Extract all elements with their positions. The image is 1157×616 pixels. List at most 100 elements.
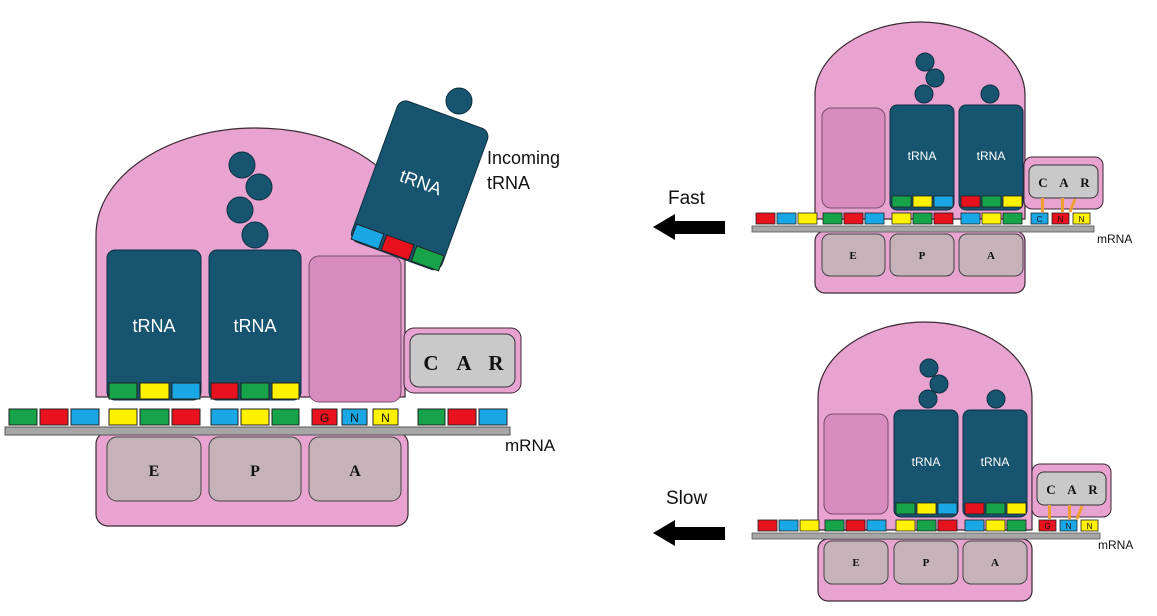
fast-mrna-nucleotide <box>864 212 885 225</box>
slow-mrna-nucleotide <box>937 519 958 532</box>
slow-a-site-label: A <box>991 557 999 569</box>
fast-amino-acid <box>914 84 934 104</box>
fast-e-site-empty-slot <box>821 107 886 209</box>
fast-car-codon-n2-letter: N <box>1079 215 1085 224</box>
slow-mrna-nucleotide <box>757 519 778 532</box>
fast-mrna-nucleotide <box>843 212 864 225</box>
fast-label: Fast <box>668 188 706 209</box>
slow-a-trna-label: tRNA <box>981 455 1010 469</box>
slow-car-contact <box>1075 505 1084 520</box>
slow-e-site-empty-slot <box>823 413 889 515</box>
slow-mrna-nucleotide <box>799 519 820 532</box>
slow-a-site-box <box>962 540 1028 585</box>
e-site-trna-label: tRNA <box>132 316 175 336</box>
amino-acid <box>245 173 273 201</box>
fast-mrna-nucleotide <box>891 212 912 225</box>
fast-mrna-nucleotide <box>776 212 797 225</box>
amino-acid <box>228 151 256 179</box>
slow-mrna-label: mRNA <box>1098 538 1133 552</box>
fast-p-anticodon <box>912 195 933 208</box>
car-letter-a: A <box>456 351 472 375</box>
fast-a-trna-label: tRNA <box>977 149 1006 163</box>
fast-car-contact <box>1061 198 1064 212</box>
fast-mrna-label: mRNA <box>1097 232 1132 246</box>
fast-mrna-nucleotide <box>960 212 981 225</box>
fast-a-anticodon <box>1002 195 1023 208</box>
mrna-codon-nucleotide <box>108 408 138 426</box>
fast-mrna-strand <box>751 225 1095 233</box>
main-ribosome-diagram: C A R tRNA tRNA tRNA Incoming tR <box>4 87 560 527</box>
incoming-trna-anticodon <box>410 245 445 272</box>
fast-p-site-box <box>889 233 955 277</box>
fast-car-letter-a: A <box>1059 175 1069 190</box>
fast-mrna-nucleotide <box>797 212 818 225</box>
fast-p-trna-label: tRNA <box>908 149 937 163</box>
slow-a-anticodon <box>985 502 1006 515</box>
p-trna-anticodon <box>210 382 239 400</box>
slow-panel: Slow tRNA tRNA C A R <box>653 321 1133 602</box>
slow-p-anticodon <box>937 502 958 515</box>
slow-mrna-nucleotide <box>866 519 887 532</box>
p-trna-anticodon <box>240 382 270 400</box>
slow-amino-acid <box>986 389 1006 409</box>
a-site-codon-n1 <box>341 408 368 426</box>
slow-car-codon-n2-letter: N <box>1087 522 1093 531</box>
fast-a-site-trna <box>958 104 1024 211</box>
fast-mrna-nucleotide <box>933 212 954 225</box>
p-site-trna-label: tRNA <box>233 316 276 336</box>
fast-mrna-nucleotide <box>912 212 933 225</box>
slow-car-codon-g-letter: G <box>1044 522 1050 531</box>
p-trna-anticodon <box>271 382 300 400</box>
fast-mrna-nucleotide <box>981 212 1002 225</box>
mrna-label: mRNA <box>505 436 556 455</box>
a-site-label: A <box>349 463 361 480</box>
fast-a-anticodon <box>981 195 1002 208</box>
fast-mrna-nucleotide <box>1002 212 1023 225</box>
slow-p-site-trna <box>893 409 959 518</box>
slow-car-codon-g <box>1038 519 1057 532</box>
a-site-codon-g <box>311 408 338 426</box>
mrna-codon-nucleotide <box>271 408 300 426</box>
slow-p-site-box <box>893 540 959 585</box>
slow-mrna-nucleotide <box>778 519 799 532</box>
e-trna-anticodon <box>171 382 201 400</box>
amino-acid <box>226 196 254 224</box>
slow-e-site-box <box>823 540 889 585</box>
mrna-codon-nucleotide <box>171 408 201 426</box>
slow-a-site-trna <box>962 409 1028 518</box>
slow-car-letter-c: C <box>1046 482 1055 497</box>
a-site-codon-g-letter: G <box>320 411 329 425</box>
a-site-codon-n2 <box>372 408 399 426</box>
slow-amino-acid <box>919 358 939 378</box>
slow-amino-acid <box>929 374 949 394</box>
fast-p-site-label: P <box>919 250 926 262</box>
slow-label: Slow <box>666 488 707 509</box>
mrna-codon-nucleotide <box>478 408 508 426</box>
fast-mrna-nucleotide <box>755 212 776 225</box>
e-trna-anticodon <box>139 382 170 400</box>
fast-a-site-box <box>958 233 1024 277</box>
slow-mrna-nucleotide <box>985 519 1006 532</box>
fast-car-codon-n1 <box>1051 212 1070 225</box>
fast-car-letter-c: C <box>1038 175 1047 190</box>
mrna-codon-nucleotide <box>417 408 446 426</box>
slow-mrna-nucleotide <box>964 519 985 532</box>
e-site-trna <box>106 249 202 401</box>
fast-car-codon-c-letter: C <box>1037 215 1043 224</box>
incoming-label-line2: tRNA <box>487 173 530 193</box>
p-site-box <box>208 436 302 502</box>
slow-car-inner-box <box>1036 471 1107 506</box>
mrna-codon-nucleotide <box>70 408 100 426</box>
mrna-codon-nucleotide <box>447 408 477 426</box>
mrna-codon-nucleotide <box>240 408 270 426</box>
slow-mrna-nucleotide <box>1006 519 1027 532</box>
car-letter-c: C <box>423 351 438 375</box>
slow-mrna-nucleotide <box>824 519 845 532</box>
e-trna-anticodon <box>108 382 138 400</box>
mrna-strand <box>4 426 511 436</box>
e-site-label: E <box>149 463 160 480</box>
slow-car-contact <box>1048 505 1051 519</box>
slow-a-anticodon <box>964 502 985 515</box>
fast-a-site-label: A <box>987 250 995 262</box>
fast-p-anticodon <box>933 195 954 208</box>
